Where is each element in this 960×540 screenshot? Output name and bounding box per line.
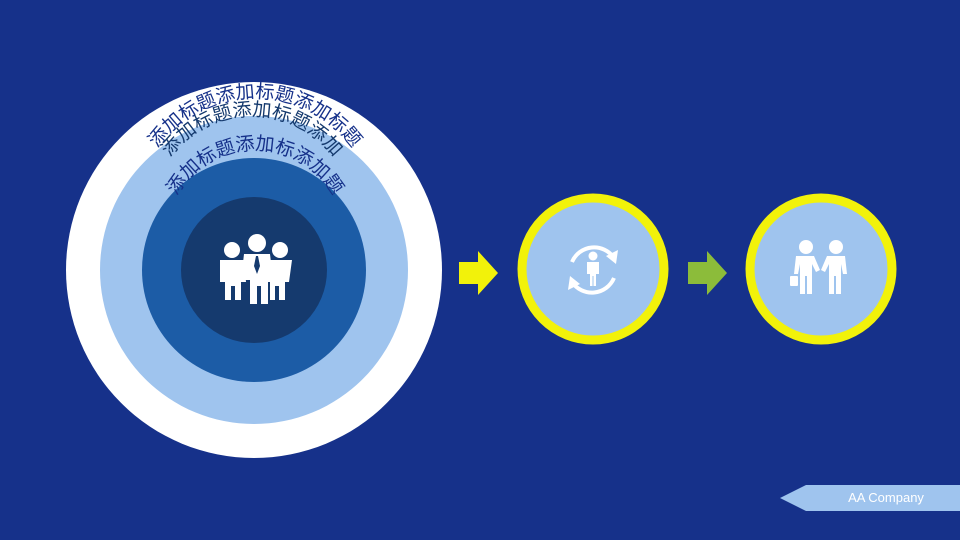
- team-icon: [220, 234, 292, 304]
- company-name: AA Company: [848, 490, 924, 505]
- handshake-icon: [790, 240, 847, 294]
- step-1-circle: [517, 193, 669, 345]
- person-refresh-icon: [568, 245, 618, 295]
- step-2-circle: [745, 193, 897, 345]
- company-tag: AA Company: [780, 485, 960, 511]
- arrow-right-icon-1: [459, 251, 498, 295]
- arrow-right-icon-2: [688, 251, 727, 295]
- company-tag-shape: [780, 485, 960, 511]
